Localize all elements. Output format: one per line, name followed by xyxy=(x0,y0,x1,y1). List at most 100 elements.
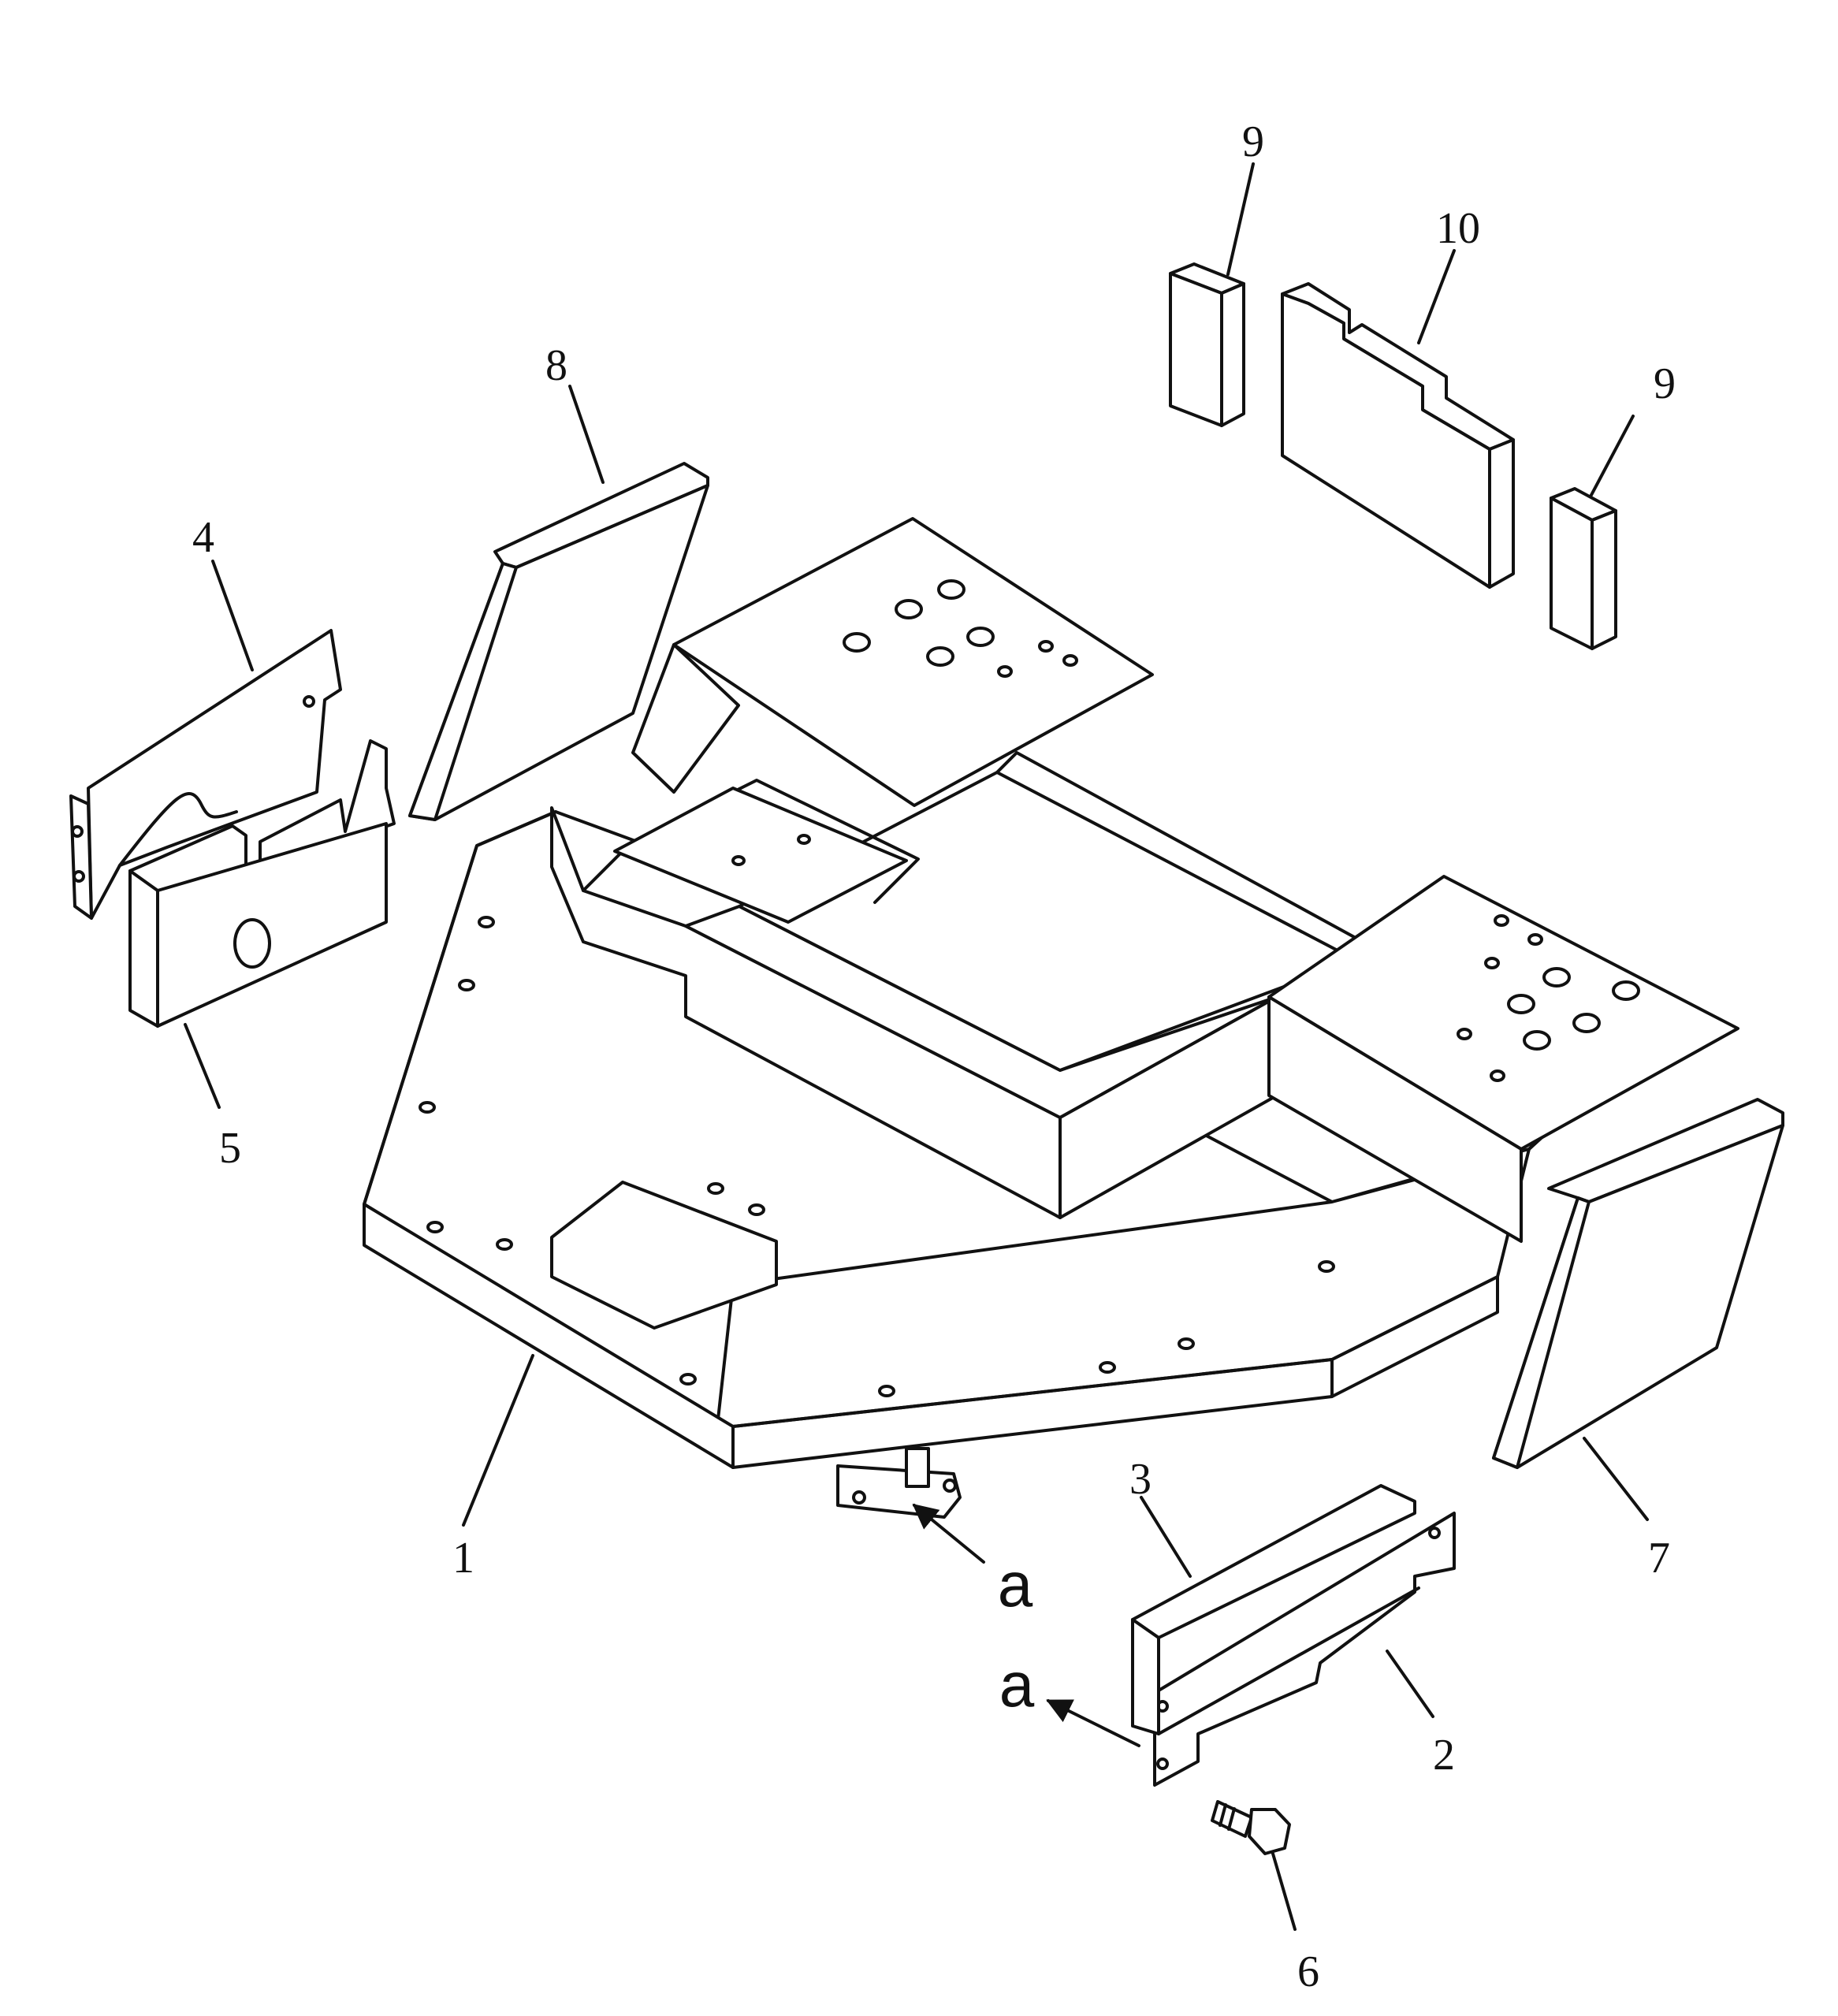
part-8-front xyxy=(408,562,518,821)
frame-hole xyxy=(731,855,746,866)
leader-10 xyxy=(1417,249,1456,344)
part-8-pad xyxy=(408,462,709,821)
part-10-front xyxy=(1281,292,1491,589)
frame-hole xyxy=(878,1385,895,1397)
part-3-pad xyxy=(1131,1484,1420,1735)
frame-hole xyxy=(1507,994,1535,1014)
frame-hole xyxy=(1542,967,1571,988)
callout-10: 10 xyxy=(1436,204,1480,253)
view-marker-a-lower: a xyxy=(999,1650,1035,1720)
bolt-thread xyxy=(1219,1803,1227,1827)
frame-hole xyxy=(748,1203,765,1216)
leader-1 xyxy=(462,1354,534,1527)
callout-9-left: 9 xyxy=(1242,117,1264,166)
leader-8 xyxy=(568,385,605,484)
part-9-pad-right xyxy=(1550,487,1617,650)
part-3-edge xyxy=(1157,1586,1420,1735)
bolt-head xyxy=(1248,1808,1291,1855)
frame-hole xyxy=(1572,1013,1601,1033)
frame-access-cover xyxy=(550,1181,778,1330)
frame-hole xyxy=(1490,1069,1505,1082)
frame-hole xyxy=(1612,980,1640,1001)
part-4-cutout xyxy=(118,791,238,867)
part-9a-side xyxy=(1220,282,1245,427)
leader-3 xyxy=(1140,1496,1192,1578)
part-5-pad xyxy=(128,739,396,1028)
frame-inner-pocket xyxy=(613,787,908,924)
part-6-bolt xyxy=(1211,1800,1291,1855)
part-5-face xyxy=(156,822,388,1028)
part-10-pad xyxy=(1281,282,1515,589)
part-9-pad-left xyxy=(1169,262,1245,427)
callout-labels: 1 2 3 4 5 6 7 8 9 9 10 a a xyxy=(192,117,1676,1996)
part-4-plate xyxy=(87,629,342,920)
frame-hole xyxy=(852,1490,866,1505)
leader-9b xyxy=(1589,415,1635,498)
callout-7: 7 xyxy=(1648,1534,1670,1583)
callout-3: 3 xyxy=(1129,1455,1152,1504)
part-2-hole xyxy=(1428,1527,1441,1539)
frame-inner-rail-left xyxy=(582,779,920,904)
frame-left-deck-side xyxy=(631,643,740,794)
part-9b-front xyxy=(1550,497,1594,650)
frame-hole xyxy=(1178,1337,1195,1350)
frame-hole xyxy=(1318,1260,1335,1273)
part-5-top xyxy=(128,739,396,908)
frame-channel-floor xyxy=(684,905,1278,1119)
frame-hole xyxy=(458,979,475,991)
frame-bracket-block xyxy=(905,1447,930,1488)
part-4-hole xyxy=(303,695,315,708)
frame-hole xyxy=(843,632,871,653)
leader-5 xyxy=(184,1023,221,1109)
frame-plate-outline xyxy=(363,810,557,1206)
frame-hole xyxy=(966,627,995,647)
frame-hole xyxy=(797,834,811,845)
frame-channel-left-wall xyxy=(550,806,1062,1219)
frame-hole xyxy=(937,579,966,600)
callout-8: 8 xyxy=(545,341,567,390)
callout-5: 5 xyxy=(219,1124,241,1173)
arrow-a2 xyxy=(1046,1699,1140,1747)
frame-hole xyxy=(997,665,1013,678)
bolt-thread xyxy=(1227,1807,1236,1831)
frame-hole xyxy=(1484,957,1500,969)
frame-hole xyxy=(1038,640,1054,653)
leader-4 xyxy=(211,560,254,671)
callout-2: 2 xyxy=(1433,1731,1455,1780)
part-1-frame xyxy=(363,517,1739,1519)
callout-9-right: 9 xyxy=(1654,359,1676,408)
part-4-tab xyxy=(69,794,93,920)
part-4-hole xyxy=(73,870,85,883)
frame-hole xyxy=(895,599,923,619)
frame-right-deck-side xyxy=(1267,995,1523,1243)
frame-hole xyxy=(707,1182,724,1195)
part-2-bracket-plate xyxy=(1153,1512,1456,1787)
view-marker-a-upper: a xyxy=(998,1549,1033,1620)
frame-plate-front-far xyxy=(1330,1275,1499,1398)
callout-4: 4 xyxy=(192,513,214,562)
part-9b-side xyxy=(1591,509,1617,650)
leader-2 xyxy=(1386,1650,1434,1718)
frame-hole xyxy=(679,1373,697,1386)
part-7-pad xyxy=(1492,1098,1784,1469)
part-5-front xyxy=(128,869,159,1028)
part-2-hole xyxy=(1156,1757,1169,1770)
callout-6: 6 xyxy=(1297,1947,1319,1996)
callout-1: 1 xyxy=(452,1534,474,1583)
part-9a-front xyxy=(1169,272,1223,427)
part-2-plate xyxy=(1153,1512,1456,1787)
arrow-a1 xyxy=(912,1503,985,1564)
leader-9a xyxy=(1226,162,1255,276)
frame-hole xyxy=(1527,933,1543,946)
part-3-front xyxy=(1131,1618,1160,1735)
frame-hole xyxy=(426,1221,444,1233)
frame-left-deck xyxy=(672,517,1154,807)
frame-hole xyxy=(1457,1028,1472,1040)
frame-hole xyxy=(478,916,495,928)
leader-7 xyxy=(1583,1437,1649,1521)
leader-6 xyxy=(1271,1852,1297,1931)
frame-hole xyxy=(926,646,954,667)
frame-plate-front-right xyxy=(731,1358,1334,1469)
frame-hole xyxy=(496,1238,513,1251)
